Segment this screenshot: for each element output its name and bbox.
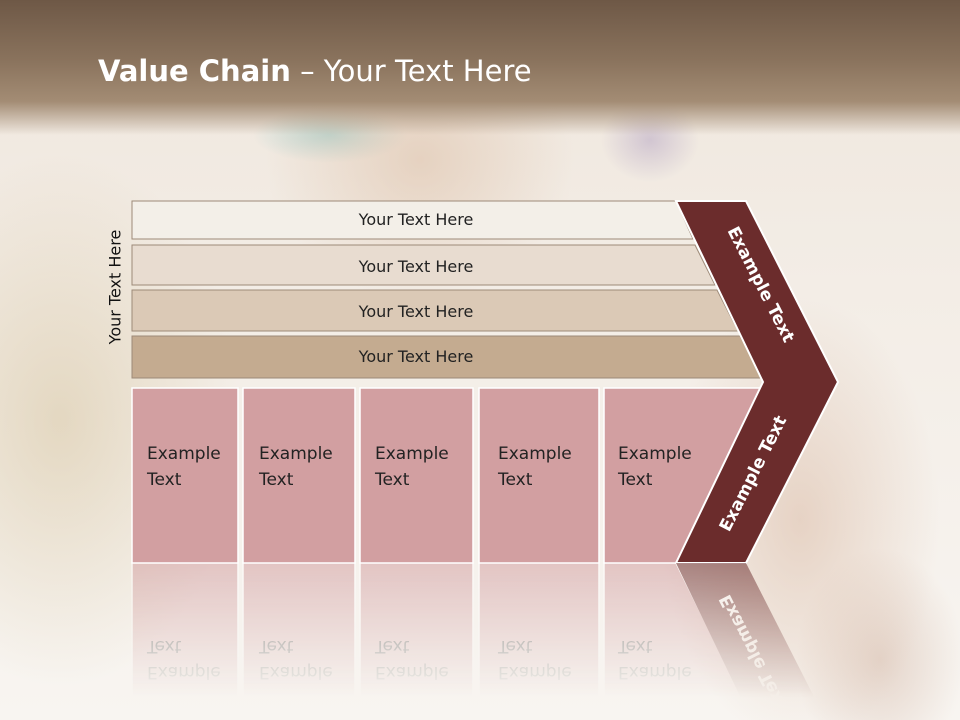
box-3-line1: Example <box>375 444 449 464</box>
bar-1 <box>131 200 694 240</box>
box-1-line2: Text <box>146 470 182 490</box>
title-bold: Value Chain <box>98 54 291 88</box>
header-band <box>0 0 960 135</box>
bar-1-label: Your Text Here <box>358 210 474 229</box>
activity-boxes <box>131 387 765 564</box>
bar-2 <box>131 244 716 286</box>
activity-box-2 <box>242 387 356 564</box>
activity-box-4 <box>478 387 600 564</box>
reflection-box-1-line2: Text <box>146 636 182 656</box>
reflection-box-5-line1: Example <box>618 662 692 682</box>
box-4-line2: Text <box>497 470 533 490</box>
reflection-box-4-line1: Example <box>498 662 572 682</box>
bar-3-label: Your Text Here <box>358 302 474 321</box>
slide-title: Value Chain – Your Text Here <box>98 54 532 88</box>
diagram-reflection: Example Text Example Text Example Text E… <box>131 562 826 720</box>
bar-2-label: Your Text Here <box>358 257 474 276</box>
reflection-box-2-line2: Text <box>258 636 294 656</box>
box-3-line2: Text <box>374 470 410 490</box>
reflection-box-3-line1: Example <box>375 662 449 682</box>
reflection-box-3-line2: Text <box>374 636 410 656</box>
box-5-line2: Text <box>617 470 653 490</box>
bar-4-label: Your Text Here <box>358 347 474 366</box>
box-1-line1: Example <box>147 444 221 464</box>
box-2-line2: Text <box>258 470 294 490</box>
box-2-line1: Example <box>259 444 333 464</box>
reflection-box-5-line2: Text <box>617 636 653 656</box>
title-rest: – Your Text Here <box>290 54 532 88</box>
reflection-box-4-line2: Text <box>497 636 533 656</box>
activity-box-3 <box>359 387 474 564</box>
reflection-box-1-line1: Example <box>147 662 221 682</box>
activity-box-1 <box>131 387 239 564</box>
box-5-line1: Example <box>618 444 692 464</box>
box-4-line1: Example <box>498 444 572 464</box>
reflection-box-2-line1: Example <box>259 662 333 682</box>
